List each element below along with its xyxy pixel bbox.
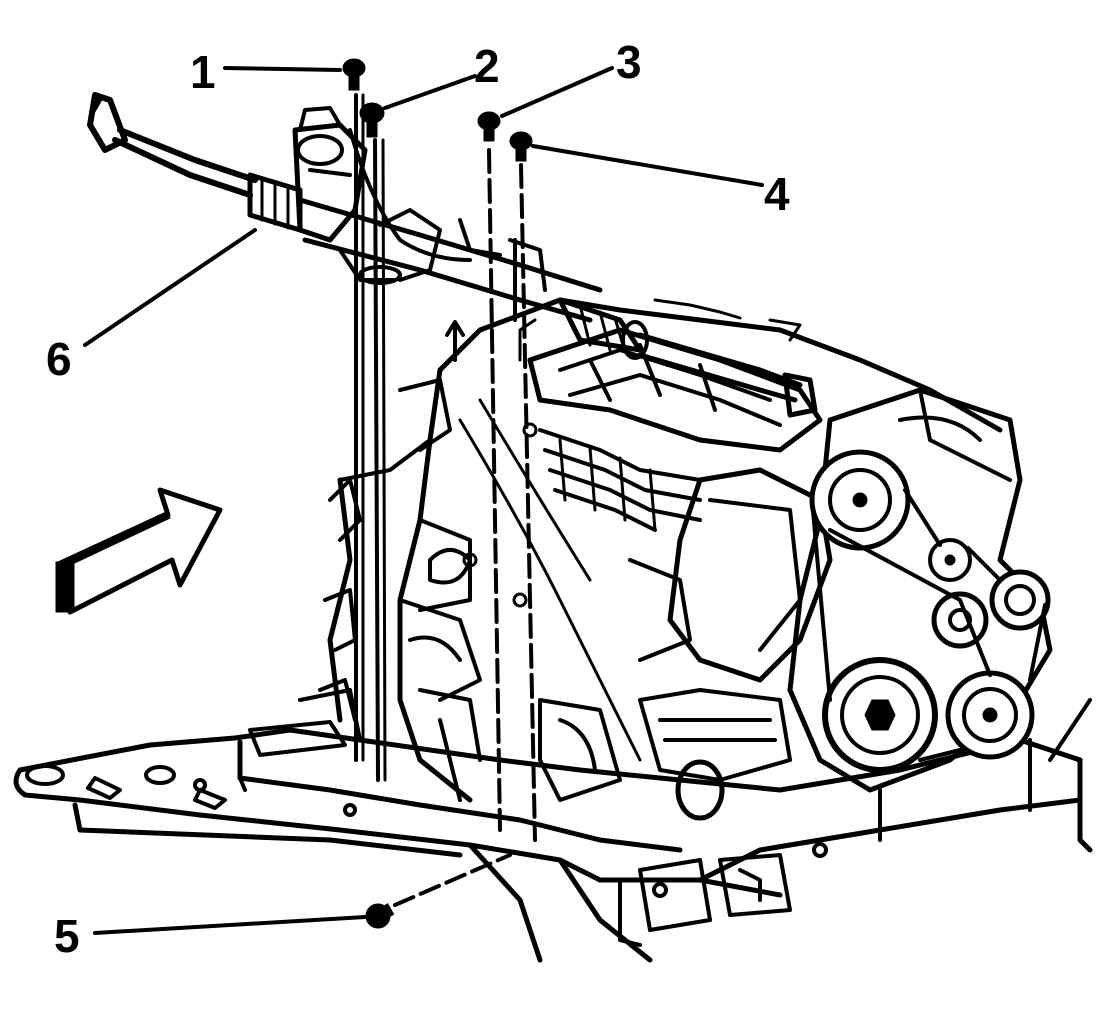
bolt-1-icon (342, 58, 366, 91)
bolt-5-icon (365, 903, 395, 929)
accessory-drive-pulleys (787, 387, 1053, 793)
callout-labels: 1 2 3 4 5 6 (46, 36, 790, 962)
fastener-alignment-lines (342, 58, 537, 929)
steering-gear (87, 92, 818, 418)
callout-5: 5 (54, 910, 80, 962)
forward-arrow-icon (55, 487, 223, 615)
bolt-3-icon (477, 111, 501, 142)
bolt-2-icon (359, 102, 385, 138)
engine-assembly (318, 297, 1003, 821)
bolt-4-icon (509, 131, 533, 162)
callout-6: 6 (46, 333, 72, 385)
callout-1: 1 (190, 46, 216, 98)
callout-leaders (83, 66, 764, 935)
callout-4: 4 (764, 168, 790, 220)
engine-cradle (13, 688, 1093, 963)
callout-2: 2 (474, 40, 500, 92)
callout-3: 3 (616, 36, 642, 88)
